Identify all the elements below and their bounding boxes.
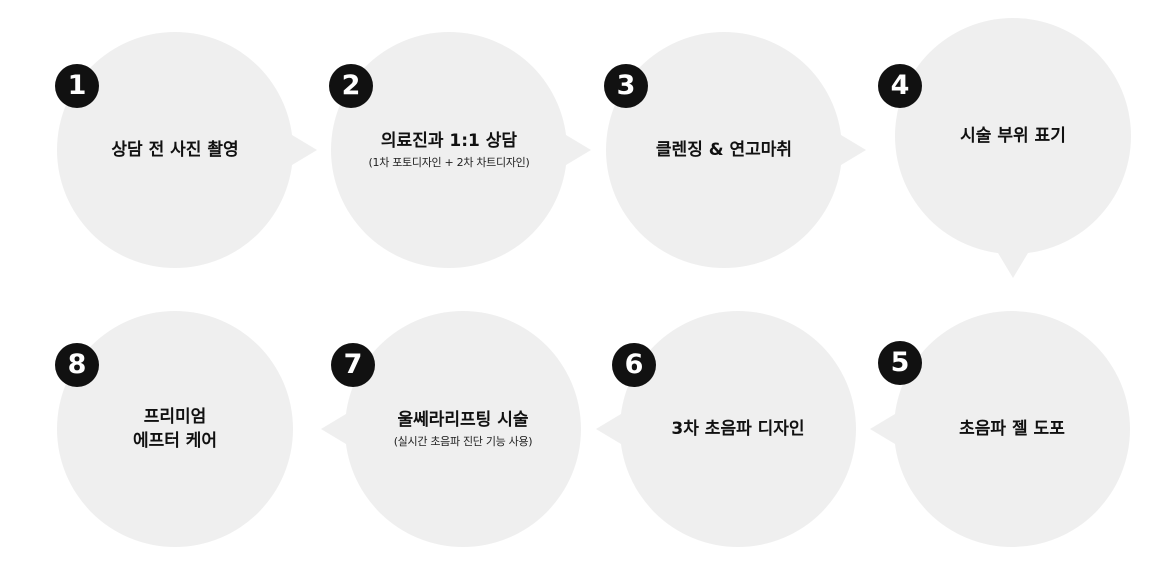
- arrow-down-icon: [995, 248, 1031, 278]
- step-text: 시술 부위 표기: [909, 18, 1117, 254]
- arrow-right-icon: [836, 132, 866, 168]
- step-title: 초음파 젤 도포: [959, 419, 1065, 439]
- step-text: 상담 전 사진 촬영: [71, 32, 279, 268]
- step-title: 3차 초음파 디자인: [671, 419, 805, 439]
- step-subtitle: (1차 포토디자인 + 2차 차트디자인): [368, 156, 530, 169]
- step-text: 의료진과 1:1 상담 (1차 포토디자인 + 2차 차트디자인): [345, 32, 553, 268]
- step-3: 3 클렌징 & 연고마취: [604, 32, 866, 268]
- step-bubble: [57, 32, 293, 268]
- step-bubble: [345, 311, 581, 547]
- step-8: 8 프리미엄 에프터 케어: [55, 311, 293, 547]
- step-bubble: [57, 311, 293, 547]
- step-text: 프리미엄 에프터 케어: [71, 311, 279, 547]
- step-bubble: [895, 18, 1131, 254]
- step-1: 1 상담 전 사진 촬영: [55, 32, 317, 268]
- step-2: 2 의료진과 1:1 상담 (1차 포토디자인 + 2차 차트디자인): [329, 32, 591, 268]
- step-7: 7 울쎄라리프팅 시술 (실시간 초음파 진단 기능 사용): [321, 311, 581, 547]
- arrow-right-icon: [561, 132, 591, 168]
- arrow-left-icon: [596, 411, 626, 447]
- step-5: 5 초음파 젤 도포: [870, 311, 1130, 547]
- step-bubble: [606, 32, 842, 268]
- step-title: 클렌징 & 연고마취: [655, 140, 793, 160]
- step-title: 울쎄라리프팅 시술: [397, 410, 529, 430]
- step-number-badge: 6: [612, 343, 656, 387]
- step-title: 의료진과 1:1 상담: [380, 131, 518, 151]
- step-number-badge: 8: [55, 343, 99, 387]
- step-text: 클렌징 & 연고마취: [620, 32, 828, 268]
- arrow-left-icon: [321, 411, 351, 447]
- step-number-badge: 5: [878, 341, 922, 385]
- step-title: 시술 부위 표기: [960, 126, 1066, 146]
- step-text: 3차 초음파 디자인: [634, 311, 842, 547]
- step-subtitle: (실시간 초음파 진단 기능 사용): [393, 435, 533, 448]
- step-number-badge: 4: [878, 64, 922, 108]
- step-title: 상담 전 사진 촬영: [111, 140, 239, 160]
- step-title: 프리미엄 에프터 케어: [132, 407, 218, 451]
- step-number-badge: 1: [55, 64, 99, 108]
- step-text: 초음파 젤 도포: [908, 311, 1116, 547]
- step-bubble: [894, 311, 1130, 547]
- step-bubble: [620, 311, 856, 547]
- arrow-left-icon: [870, 411, 900, 447]
- step-bubble: [331, 32, 567, 268]
- step-text: 울쎄라리프팅 시술 (실시간 초음파 진단 기능 사용): [359, 311, 567, 547]
- step-number-badge: 2: [329, 64, 373, 108]
- step-4: 4 시술 부위 표기: [878, 18, 1131, 278]
- step-number-badge: 7: [331, 343, 375, 387]
- step-number-badge: 3: [604, 64, 648, 108]
- arrow-right-icon: [287, 132, 317, 168]
- step-6: 6 3차 초음파 디자인: [596, 311, 856, 547]
